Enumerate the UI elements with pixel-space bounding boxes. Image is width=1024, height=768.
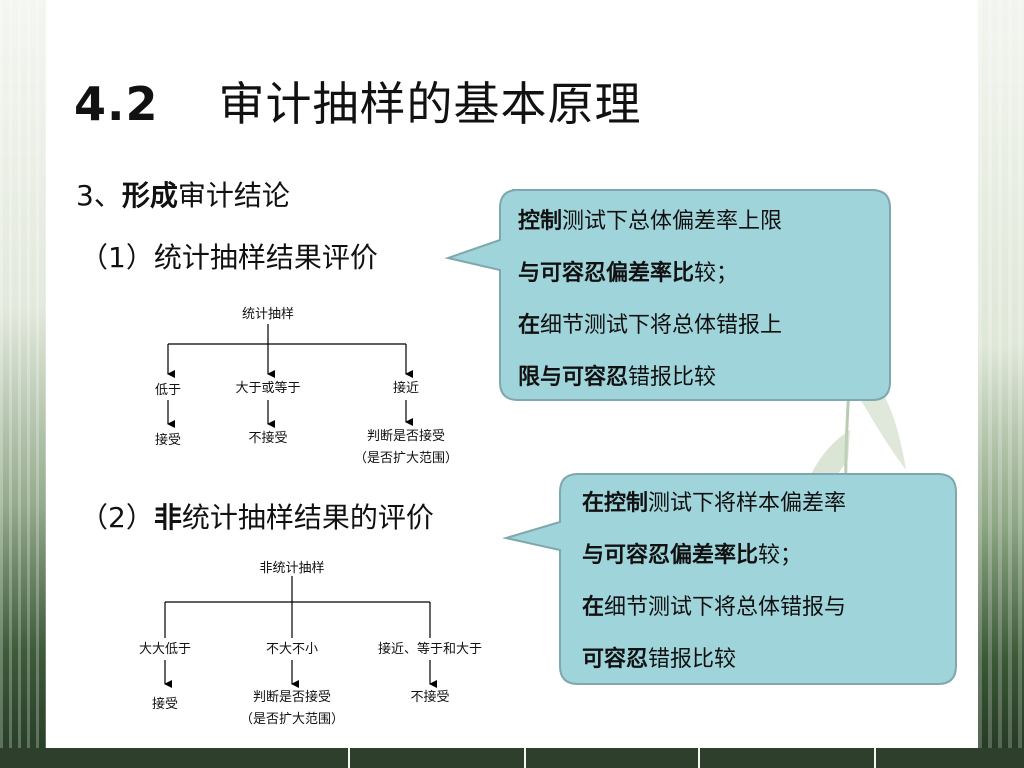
title-number: 4.2 xyxy=(74,77,159,131)
diagram2-result: 接受 xyxy=(151,697,178,712)
diagram1-branch-label: 大于或等于 xyxy=(235,381,301,396)
section-rest: 审计结论 xyxy=(177,179,290,212)
diagram1-branch-label: 接近 xyxy=(392,381,419,396)
callout1-line: 控制测试下总体偏差率上限 xyxy=(518,209,783,234)
item2-prefix: （2） xyxy=(80,501,154,534)
callout2-line: 在细节测试下将总体错报与 xyxy=(582,595,847,620)
item1-heading: （1）统计抽样结果评价 xyxy=(80,241,378,274)
section-bold: 形成 xyxy=(121,179,178,212)
item2-bold: 非 xyxy=(153,501,182,534)
diagram1-result-note: （是否扩大范围） xyxy=(353,451,458,466)
diagram2-branch-label: 不大不小 xyxy=(265,642,318,657)
item2-heading: （2）非统计抽样结果的评价 xyxy=(80,496,434,536)
diagram2-root: 非统计抽样 xyxy=(259,561,325,576)
callout1-text: 控制测试下总体偏差率上限 与可容忍偏差率比较； 在细节测试下将总体错报上 限与可… xyxy=(518,196,782,404)
diagram2-branch-label: 大大低于 xyxy=(138,642,191,657)
diagram1-root: 统计抽样 xyxy=(241,307,294,322)
diagram1-result: 接受 xyxy=(154,433,181,448)
diagram1-result: 不接受 xyxy=(248,431,288,446)
bottom-grass-band xyxy=(0,748,1024,768)
callout1-line: 在细节测试下将总体错报上 xyxy=(518,313,783,338)
callout2-line: 在控制测试下将样本偏差率 xyxy=(582,491,847,516)
diagram1-result: 判断是否接受 xyxy=(366,429,445,444)
item2-rest: 统计抽样结果的评价 xyxy=(181,501,434,534)
diagram2-result-note: （是否扩大范围） xyxy=(239,712,344,727)
page-title: 4.2 审计抽样的基本原理 xyxy=(74,68,642,134)
callout1-line: 限与可容忍错报比较 xyxy=(518,365,717,390)
callout1-line: 与可容忍偏差率比较； xyxy=(518,261,739,286)
diagram1-branch-label: 低于 xyxy=(154,383,181,398)
title-text: 审计抽样的基本原理 xyxy=(218,77,642,131)
diagram2-lines xyxy=(164,576,437,688)
callout2-text: 在控制测试下将样本偏差率 与可容忍偏差率比较； 在细节测试下将总体错报与 可容忍… xyxy=(582,478,846,686)
right-bamboo-border xyxy=(978,0,1024,768)
diagram2-branch-label: 接近、等于和大于 xyxy=(377,642,482,657)
section-heading: 3、形成审计结论 xyxy=(76,174,290,214)
left-bamboo-border xyxy=(0,0,46,768)
callout2-shape xyxy=(502,473,957,685)
callout2-line: 可容忍错报比较 xyxy=(582,647,737,672)
callout2-line: 与可容忍偏差率比较； xyxy=(582,543,803,568)
diagram2-result: 判断是否接受 xyxy=(252,690,331,705)
diagram1-lines xyxy=(167,324,413,428)
section-prefix: 3、 xyxy=(76,179,122,212)
callout1-shape xyxy=(444,189,891,401)
diagram2-result: 不接受 xyxy=(410,690,450,705)
